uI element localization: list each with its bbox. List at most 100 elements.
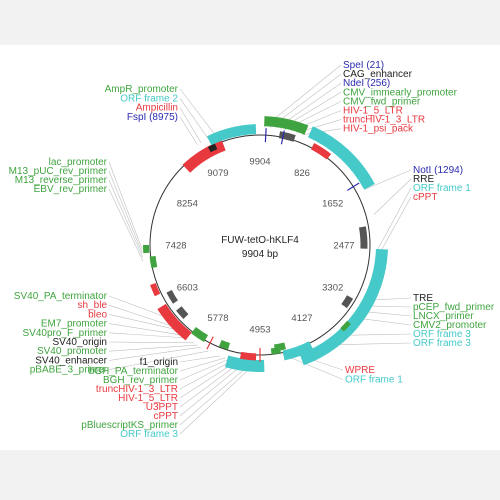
feature-label: f1_origin [140, 357, 178, 368]
feature-label: truncHIV-1_3_LTR [96, 384, 178, 395]
feature-label: pCEP_fwd_primer [413, 302, 495, 313]
feature-label: ORF frame 3 [120, 429, 178, 440]
feature-arc [264, 116, 309, 135]
feature-label: SV40_origin [53, 337, 107, 348]
leader-line [108, 170, 143, 254]
leader-line [108, 323, 185, 336]
leader-line [263, 64, 342, 128]
feature-label: ORF frame 1 [345, 375, 403, 386]
feature-arc [239, 351, 257, 361]
tick-label: 7428 [165, 241, 186, 252]
leader-line [179, 361, 246, 417]
feature-label: truncHIV-1_3_LTR [343, 115, 425, 126]
leader-line [292, 358, 344, 380]
feature-label: CMV_fwd_primer [343, 96, 421, 107]
leader-line [108, 161, 143, 250]
feature-label: lac_promoter [49, 157, 108, 168]
feature-arc [282, 341, 314, 361]
feature-label: HIV-1_5_LTR [343, 106, 403, 117]
feature-arc [182, 140, 226, 173]
tick-label: 826 [294, 168, 310, 179]
feature-label: CMV_immearly_promoter [343, 87, 458, 98]
feature-label: SV40_enhancer [35, 355, 107, 366]
tick-label: 8254 [177, 199, 198, 210]
feature-arc [340, 320, 351, 332]
leader-line [108, 179, 143, 258]
feature-arc [299, 248, 388, 366]
feature-arc [191, 326, 209, 342]
feature-arc [310, 143, 332, 160]
feature-arc [157, 303, 192, 341]
feature-label: cPPT [413, 192, 437, 203]
leader-line [179, 362, 252, 426]
leader-line [179, 355, 220, 363]
feature-label: TRE [413, 293, 433, 304]
feature-label: EBV_rev_primer [34, 184, 108, 195]
plasmid-size: 9904 bp [242, 249, 279, 260]
map-panel [0, 45, 500, 450]
feature-label: SV40pro_F_primer [23, 328, 108, 339]
tick-label: 4127 [291, 313, 312, 324]
feature-arc [278, 131, 296, 142]
feature-label: WPRE [345, 365, 375, 376]
leader-line [108, 341, 195, 344]
leader-line [179, 357, 226, 372]
feature-arc [150, 282, 161, 297]
tick-label: 9079 [207, 168, 228, 179]
leader-line [108, 295, 168, 318]
leader-line [108, 346, 202, 361]
feature-label: BGH_rev_primer [103, 375, 179, 386]
tick-label: 1652 [322, 199, 343, 210]
feature-arc [176, 306, 189, 319]
feature-label: CAG_enhancer [343, 69, 413, 80]
feature-arc [341, 295, 354, 309]
leader-line [179, 358, 230, 381]
leader-line [179, 359, 234, 390]
feature-label: SV40_PA_terminator [14, 291, 108, 302]
leader-line [108, 332, 188, 339]
feature-label: AmpR_promoter [105, 84, 179, 95]
feature-label: CMV2_promoter [413, 320, 487, 331]
feature-label: M13_reverse_primer [15, 175, 108, 186]
feature-label: HIV-1_psi_pack [343, 124, 414, 135]
feature-label: ORF frame 3 [413, 338, 471, 349]
feature-arc [273, 342, 287, 352]
feature-arc [218, 340, 231, 350]
leader-line [108, 344, 198, 352]
feature-label: ORF frame 1 [413, 183, 471, 194]
feature-label: pBluescriptKS_primer [81, 420, 178, 431]
leader-line [364, 169, 412, 190]
site-tick [347, 182, 360, 191]
feature-label: pBABE_3_primer [30, 365, 108, 376]
site-tick [206, 336, 214, 350]
tick-label: 4953 [249, 325, 270, 336]
feature-label: cPPT [154, 411, 178, 422]
feature-label: ORF frame 2 [120, 93, 178, 104]
feature-label: HIV-1_5_LTR [118, 393, 178, 404]
feature-label: ORF frame 3 [413, 329, 471, 340]
feature-label: SpeI (21) [343, 60, 384, 71]
feature-arc [358, 226, 368, 249]
feature-arc [224, 355, 265, 372]
leader-line [108, 314, 179, 331]
feature-label: Ampicillin [136, 103, 178, 114]
site-tick [280, 130, 285, 145]
tick-label: 9904 [249, 157, 270, 168]
leader-line [377, 196, 412, 258]
feature-arc [166, 289, 178, 304]
feature-label: bleo [88, 309, 107, 320]
tick-label: 2477 [333, 241, 354, 252]
feature-arcs [143, 116, 388, 372]
leader-line [179, 107, 202, 143]
feature-label: M13_pUC_rev_primer [9, 166, 108, 177]
feature-label: LNCX_primer [413, 311, 474, 322]
feature-label: bGH_PA_terminator [89, 366, 179, 377]
leader-line [377, 187, 412, 250]
feature-arc [207, 143, 218, 153]
site-tick [264, 128, 267, 143]
tick-label: 5778 [207, 313, 228, 324]
feature-label: NdeI (256) [343, 78, 390, 89]
feature-label: sh_ble [78, 300, 108, 311]
tick-label: 6603 [177, 283, 198, 294]
